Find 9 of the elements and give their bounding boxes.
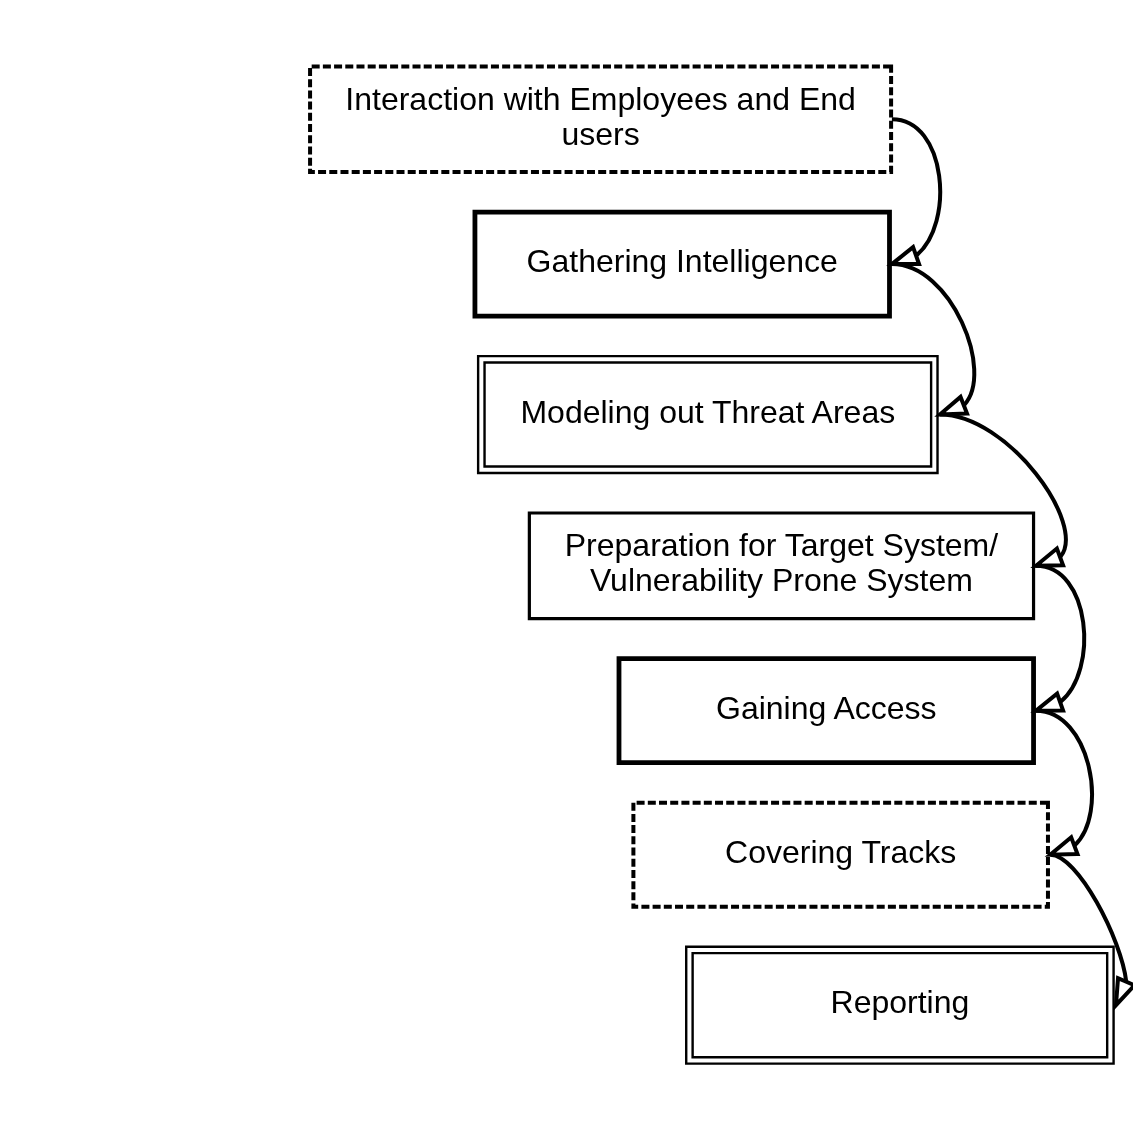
arrow	[939, 412, 1068, 568]
node-box: Modeling out Threat Areas	[476, 354, 939, 475]
node-box: Reporting	[685, 945, 1115, 1065]
node-box: Preparation for Target System/ Vulnerability Prone System	[527, 511, 1036, 621]
node-box: Covering Tracks	[631, 800, 1050, 909]
node-box: Gathering Intelligence	[472, 209, 892, 319]
arrow	[886, 117, 943, 267]
node-box: Gaining Access	[616, 656, 1036, 766]
node-box: Interaction with Employees and End users	[308, 64, 894, 175]
